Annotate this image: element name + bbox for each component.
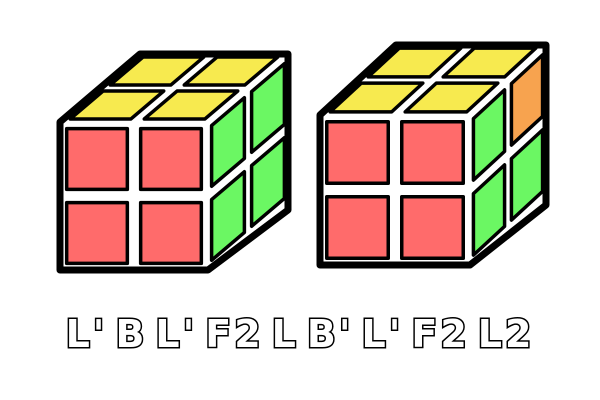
move-9: L2 xyxy=(476,311,535,358)
cube-case-right-sticker-2 xyxy=(509,53,545,147)
cube-solved-right-sticker-3 xyxy=(209,169,247,263)
cube-solved-top-sticker-2 xyxy=(182,55,280,87)
move-7: L' xyxy=(360,311,404,358)
cube-case-top-sticker-1 xyxy=(366,46,463,79)
cube-case-front-sticker-2 xyxy=(400,120,465,185)
cube-case-front-sticker-1 xyxy=(325,120,390,185)
cube-solved-top-sticker-1 xyxy=(108,55,206,87)
cube-case-top-sticker-2 xyxy=(441,46,538,79)
move-8: F2 xyxy=(410,311,470,358)
cube-solved-top-sticker-4 xyxy=(142,89,240,121)
cube-solved-right-sticker-2 xyxy=(249,61,287,155)
move-3: L' xyxy=(154,311,198,358)
cube-case-top-sticker-4 xyxy=(403,81,500,114)
cube-solved-front-sticker-4 xyxy=(138,200,204,266)
move-5: L xyxy=(270,311,299,358)
cube-solved-front-sticker-2 xyxy=(138,126,204,192)
cube-case-top-sticker-3 xyxy=(328,81,425,114)
cube-case-front-sticker-3 xyxy=(325,195,390,260)
cube-solved-top-sticker-3 xyxy=(68,89,166,121)
cube-solved xyxy=(56,50,292,274)
cube-solved-right-sticker-4 xyxy=(249,135,287,229)
cube-solved-front-sticker-1 xyxy=(64,126,130,192)
cube-solved-right-sticker-1 xyxy=(209,95,247,189)
cube-case-front-sticker-4 xyxy=(400,195,465,260)
cube-solved-front-sticker-3 xyxy=(64,200,130,266)
cube-case xyxy=(316,41,550,269)
cube-case-right-sticker-3 xyxy=(471,163,507,257)
move-4: F2 xyxy=(204,311,264,358)
move-1: L' xyxy=(64,311,108,358)
cube-case-right-sticker-4 xyxy=(509,128,545,222)
move-6: B' xyxy=(305,311,354,358)
move-2: B xyxy=(114,311,148,358)
cube-case-right-sticker-1 xyxy=(471,88,507,182)
